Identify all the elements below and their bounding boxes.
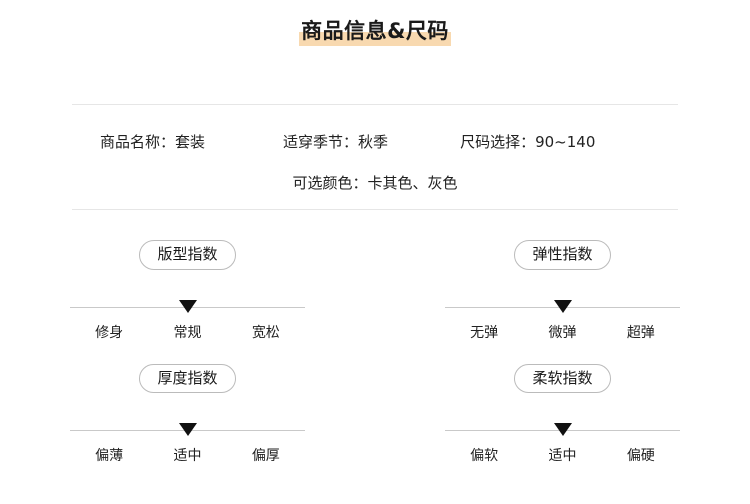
info-size-range-value: 90~140 bbox=[535, 132, 596, 151]
index-scale-fit: 修身 常规 宽松 bbox=[70, 294, 305, 342]
scale-option: 超弹 bbox=[626, 324, 655, 341]
scale-option: 微弹 bbox=[548, 324, 577, 341]
scale-option: 偏厚 bbox=[251, 448, 280, 464]
index-block-elasticity: 弹性指数 无弹 微弹 超弹 bbox=[375, 240, 750, 342]
product-info-row-primary: 商品名称：套装 适穿季节：秋季 尺码选择：90~140 bbox=[72, 129, 678, 153]
scale-labels-fit: 修身 常规 宽松 bbox=[70, 322, 305, 342]
index-block-fit: 版型指数 修身 常规 宽松 bbox=[0, 240, 375, 342]
info-season-label: 适穿季节： bbox=[283, 132, 359, 151]
scale-option: 偏硬 bbox=[626, 448, 655, 464]
info-product-name: 商品名称：套装 bbox=[100, 131, 205, 152]
index-row-bottom: 厚度指数 偏薄 适中 偏厚 柔软指数 偏软 适中 偏硬 bbox=[0, 363, 750, 466]
scale-option: 无弹 bbox=[470, 324, 499, 341]
scale-marker-triangle-icon bbox=[553, 299, 572, 313]
index-block-softness: 柔软指数 偏软 适中 偏硬 bbox=[375, 363, 750, 466]
scale-option: 宽松 bbox=[251, 324, 280, 341]
divider-top bbox=[72, 104, 678, 105]
info-product-name-value: 套装 bbox=[175, 132, 206, 151]
scale-option: 适中 bbox=[173, 448, 202, 464]
scale-marker-triangle-icon bbox=[178, 423, 197, 436]
index-row-top: 版型指数 修身 常规 宽松 弹性指数 无弹 微弹 超弹 bbox=[0, 240, 750, 342]
scale-option: 偏软 bbox=[470, 448, 499, 464]
info-colors-value: 卡其色、灰色 bbox=[367, 174, 458, 192]
scale-option: 适中 bbox=[548, 448, 577, 464]
info-season: 适穿季节：秋季 bbox=[283, 131, 388, 152]
info-product-name-label: 商品名称： bbox=[100, 132, 176, 151]
index-scale-elasticity: 无弹 微弹 超弹 bbox=[445, 294, 680, 342]
index-label-thickness: 厚度指数 bbox=[139, 363, 236, 393]
info-size-range-label: 尺码选择： bbox=[460, 132, 536, 151]
divider-bottom bbox=[72, 209, 678, 210]
product-info-row-colors: 可选颜色：卡其色、灰色 bbox=[72, 172, 678, 193]
index-label-softness: 柔软指数 bbox=[514, 363, 611, 393]
scale-marker-triangle-icon bbox=[178, 299, 197, 313]
index-scale-softness: 偏软 适中 偏硬 bbox=[445, 417, 680, 465]
index-grid: 版型指数 修身 常规 宽松 弹性指数 无弹 微弹 超弹 bbox=[0, 240, 750, 465]
info-season-value: 秋季 bbox=[358, 132, 389, 151]
page-title-text: 商品信息&尺码 bbox=[301, 19, 449, 43]
scale-option: 修身 bbox=[95, 324, 124, 341]
page-title-container: 商品信息&尺码 bbox=[0, 0, 750, 46]
scale-labels-softness: 偏软 适中 偏硬 bbox=[445, 445, 680, 465]
title-highlight-bar bbox=[299, 32, 451, 46]
scale-option: 常规 bbox=[173, 324, 202, 341]
info-size-range: 尺码选择：90~140 bbox=[460, 131, 595, 152]
index-block-thickness: 厚度指数 偏薄 适中 偏厚 bbox=[0, 363, 375, 466]
scale-option: 偏薄 bbox=[95, 448, 124, 464]
index-label-elasticity: 弹性指数 bbox=[514, 240, 611, 270]
scale-labels-elasticity: 无弹 微弹 超弹 bbox=[445, 322, 680, 342]
scale-marker-triangle-icon bbox=[553, 423, 572, 436]
info-colors-label: 可选颜色： bbox=[292, 174, 368, 192]
index-scale-thickness: 偏薄 适中 偏厚 bbox=[70, 417, 305, 465]
scale-labels-thickness: 偏薄 适中 偏厚 bbox=[70, 445, 305, 465]
page-title: 商品信息&尺码 bbox=[299, 19, 451, 46]
index-label-fit: 版型指数 bbox=[139, 240, 236, 270]
